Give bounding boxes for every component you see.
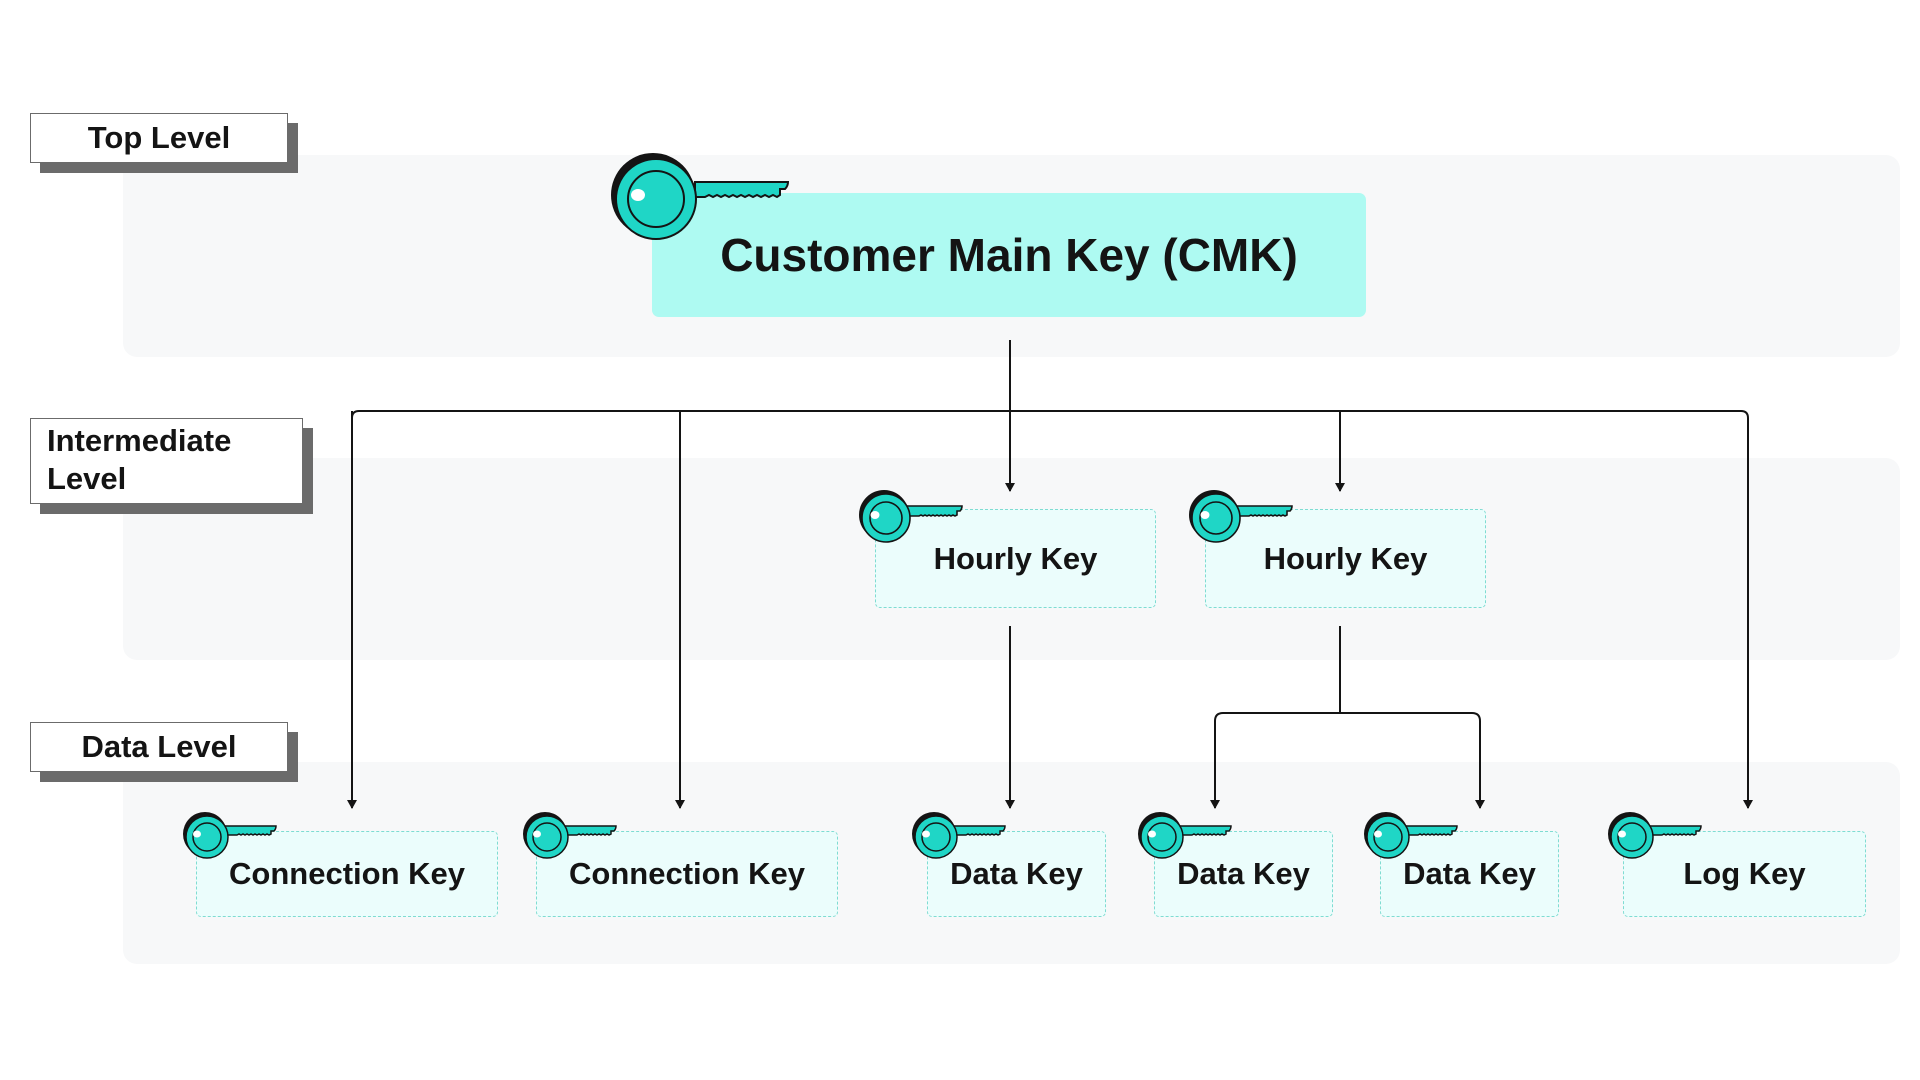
connection-key-box-2: Connection Key (536, 831, 838, 917)
data-key-box-1: Data Key (927, 831, 1106, 917)
top-level-label: Top Level (30, 113, 288, 163)
log-key-box: Log Key (1623, 831, 1866, 917)
data-level-label: Data Level (30, 722, 288, 772)
intermediate-level-label: Intermediate Level (30, 418, 303, 504)
key-icon (183, 812, 277, 859)
data-key-box-2: Data Key (1154, 831, 1333, 917)
intermediate-level-label-line2: Level (47, 461, 127, 496)
key-icon (1364, 812, 1458, 859)
key-icon (1608, 812, 1702, 859)
arrow-hourly-2-to-data-keys (1214, 712, 1485, 809)
data-key-label: Data Key (950, 856, 1083, 891)
intermediate-level-label-line1: Intermediate (47, 423, 232, 458)
hourly-key-label: Hourly Key (933, 540, 1098, 576)
key-icon (859, 490, 963, 543)
data-level-tag: Data Level (30, 722, 298, 782)
customer-main-key-box: Customer Main Key (CMK) (652, 193, 1366, 317)
hourly-key-box-1: Hourly Key (875, 509, 1156, 608)
hourly-key-box-2: Hourly Key (1205, 509, 1486, 608)
data-key-label: Data Key (1403, 856, 1536, 891)
key-icon (1189, 490, 1293, 543)
top-level-tag: Top Level (30, 113, 298, 173)
connection-key-box-1: Connection Key (196, 831, 498, 917)
intermediate-level-tag: Intermediate Level (30, 418, 313, 514)
data-key-box-3: Data Key (1380, 831, 1559, 917)
customer-main-key-label: Customer Main Key (CMK) (720, 229, 1298, 281)
cmk-distribution-bar (351, 410, 1749, 419)
connection-key-label: Connection Key (569, 856, 805, 891)
log-key-label: Log Key (1683, 856, 1806, 891)
connection-key-label: Connection Key (229, 856, 465, 891)
hourly-key-label: Hourly Key (1263, 540, 1428, 576)
key-icon (912, 812, 1006, 859)
key-icon (611, 153, 790, 240)
key-icon (523, 812, 617, 859)
key-icon (1138, 812, 1232, 859)
data-key-label: Data Key (1177, 856, 1310, 891)
